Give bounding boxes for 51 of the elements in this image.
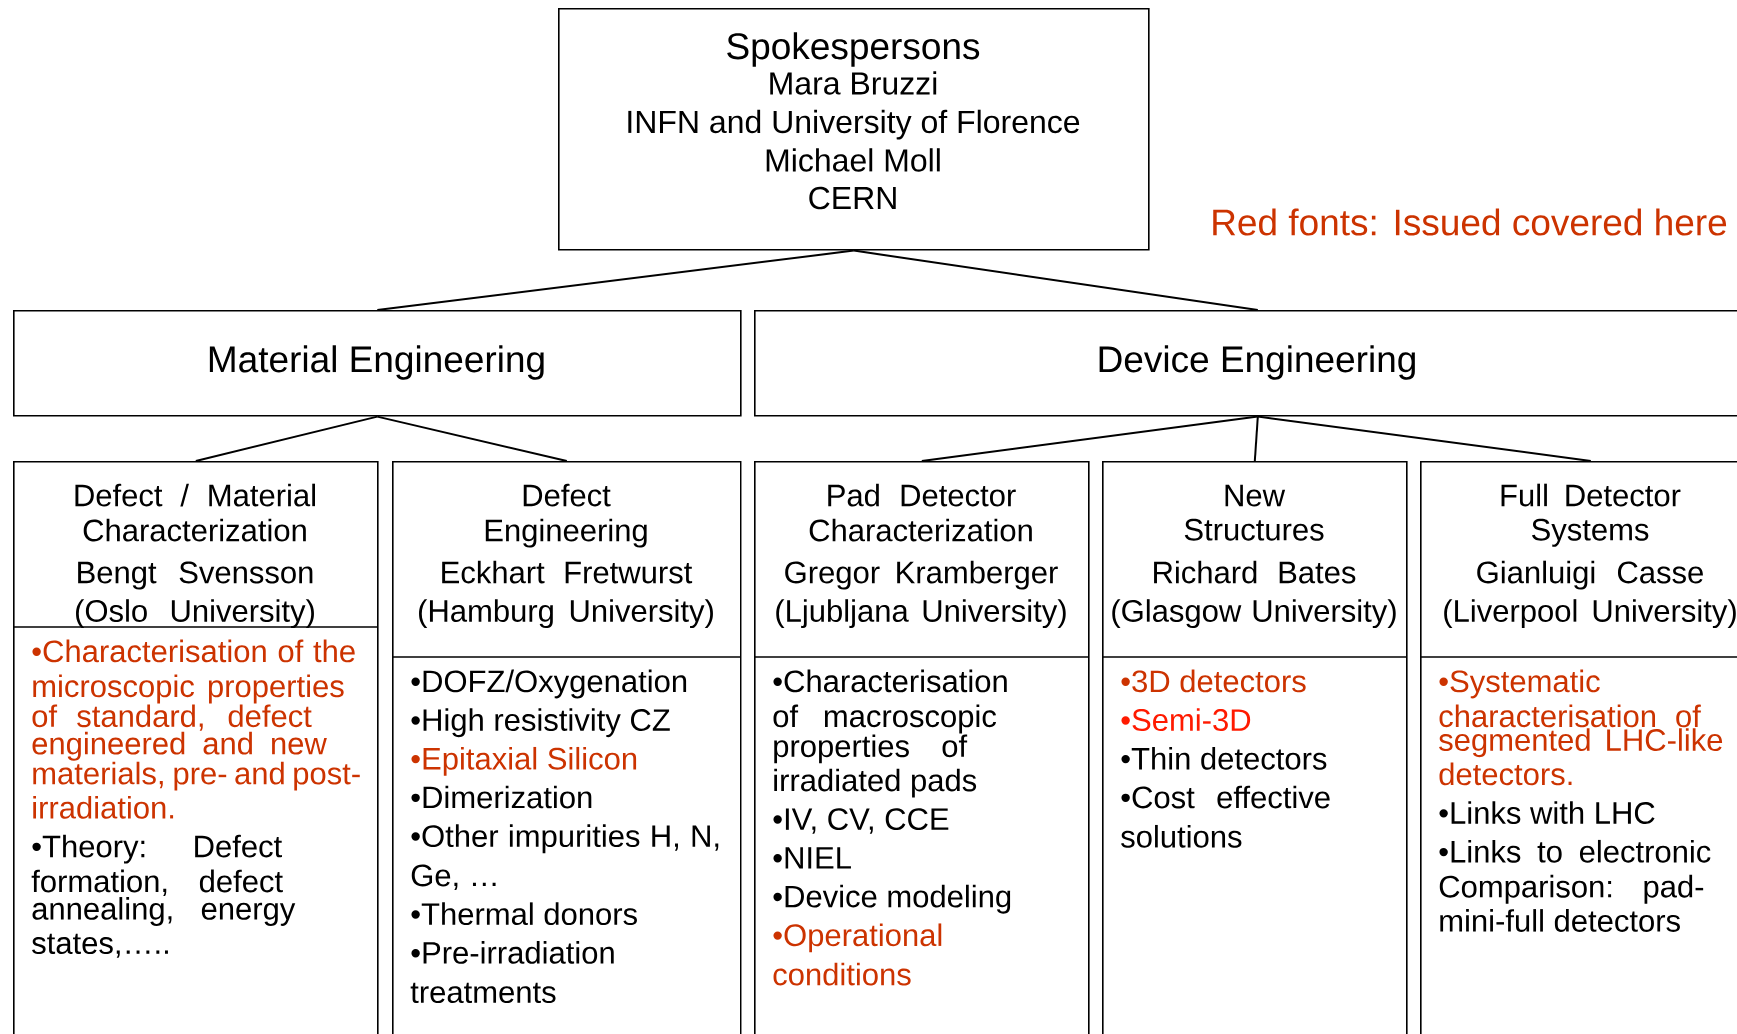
bullet-item: •Cost effective solutions — [1121, 785, 1330, 848]
affiliation-text: (Hamburg University) — [419, 599, 713, 629]
name-text: INFN and University of Florence — [628, 109, 1080, 140]
bullet-item: •NIEL — [773, 847, 851, 869]
bullet-item: •Characterisation of macroscopic properties of irradiated pads — [773, 669, 1007, 798]
bullet-item: •Semi-3D — [1121, 708, 1251, 731]
bullet-item: •Pre-irradiation treatments — [410, 941, 614, 1004]
name-text: Gianluigi Casse — [1477, 560, 1703, 590]
name-text: CERN — [809, 186, 896, 210]
connector-line — [920, 415, 1259, 462]
connector-line — [852, 249, 1259, 311]
group-title: Pad Detector Characterization — [809, 483, 1032, 542]
bullet-item: •Theory: Defect formation, defect annealing, energy states,….. — [31, 834, 296, 958]
heading: Device Engineering — [1099, 345, 1415, 380]
bullet-item: •DOFZ/Oxygenation — [411, 669, 687, 699]
affiliation-text: (Oslo University) — [76, 599, 314, 629]
bullet-item: •Systematic characterisation of segmented LHC-like detectors. — [1439, 669, 1723, 786]
name-text: Richard Bates — [1154, 560, 1356, 584]
connector-line — [194, 415, 379, 462]
bullet-item: •Operational conditions — [773, 923, 942, 986]
affiliation-text: (Glasgow University) — [1112, 599, 1396, 629]
name-text: Bengt Svensson — [78, 561, 313, 590]
bullet-item: •3D detectors — [1121, 669, 1306, 693]
name-text: Mara Bruzzi — [770, 71, 937, 95]
bullet-item: •Links to electronic Comparison: pad-mini-full detectors — [1439, 839, 1711, 932]
name-text: Eckhart Fretwurst — [442, 560, 693, 584]
bullet-item: •Device modeling — [773, 884, 1011, 914]
group-title: Defect / Material Characterization — [75, 483, 315, 542]
affiliation-text: (Liverpool University) — [1444, 599, 1736, 629]
bullet-item: •Thin detectors — [1121, 746, 1327, 770]
group-title: Defect Engineering — [485, 483, 647, 548]
bullet-item: •Other impurities H, N, Ge, … — [411, 824, 719, 891]
bullet-item: •Thermal donors — [411, 902, 637, 926]
connector-line — [1256, 415, 1592, 462]
group-title: New Structures — [1184, 484, 1324, 541]
name-text: Michael Moll — [766, 148, 940, 172]
bullet-item: •Characterisation of the microscopic properties of standard, defect engineered and new materials, pre- and post-irradiation. — [32, 639, 360, 819]
affiliation-text: (Ljubljana University) — [776, 599, 1066, 629]
group-title: Full Detector Systems — [1501, 483, 1681, 547]
heading: Material Engineering — [209, 345, 544, 380]
name-text: Gregor Kramberger — [785, 560, 1058, 590]
connector-line — [376, 249, 855, 311]
bullet-item: •High resistivity CZ — [411, 708, 670, 738]
connector-line — [376, 415, 568, 462]
connector-line — [1253, 415, 1259, 462]
heading: Spokespersons — [727, 32, 980, 67]
bullet-item: •Links with LHC — [1439, 801, 1655, 824]
bullet-item: •Dimerization — [411, 785, 592, 809]
note-text: Red fonts: Issued covered here — [1213, 208, 1727, 236]
bullet-item: •IV, CV, CCE — [773, 808, 949, 834]
bullet-item: •Epitaxial Silicon — [411, 746, 637, 776]
